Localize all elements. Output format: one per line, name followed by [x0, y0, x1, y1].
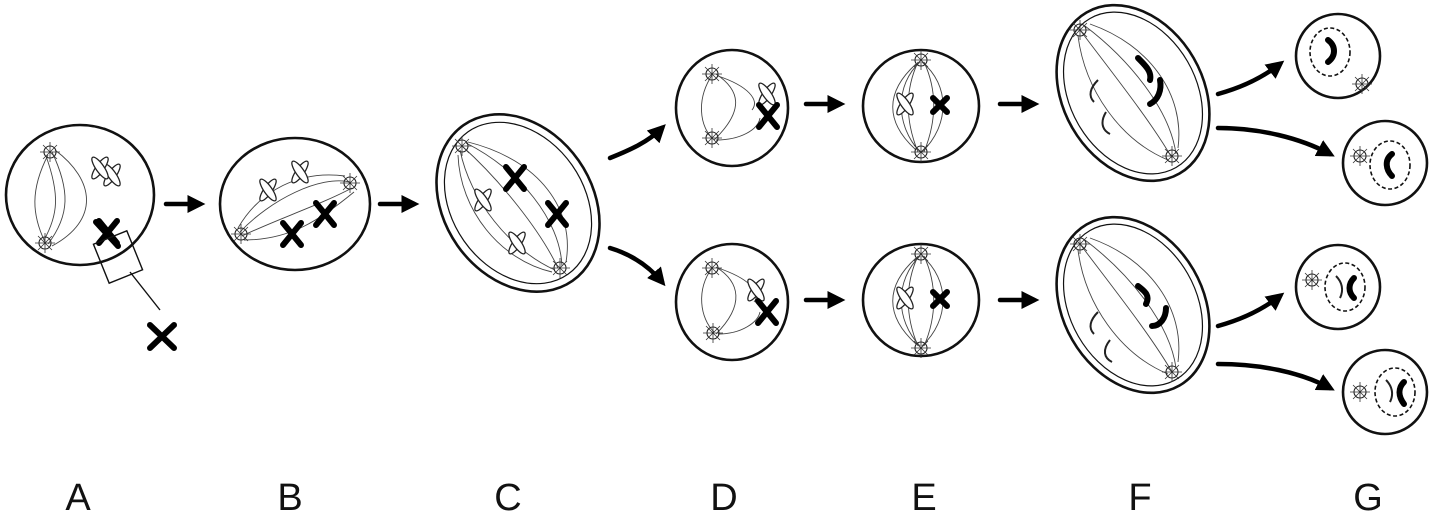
arrow-f-g-3	[1215, 292, 1285, 329]
arrow-c-d-top	[607, 124, 666, 161]
cell-g-4	[1341, 348, 1429, 436]
cell-e-top	[861, 48, 981, 164]
cell-d-bottom	[674, 242, 790, 362]
stage-label-g: G	[1353, 477, 1383, 519]
stage-label-d: D	[710, 477, 738, 519]
cell-f-top	[1055, 3, 1211, 183]
arrow-f-g-1	[1215, 60, 1285, 97]
stage-label-b: B	[277, 477, 303, 519]
cell-g-3	[1294, 243, 1382, 331]
arrow-f-g-2	[1215, 125, 1335, 157]
cell-d-top	[674, 48, 790, 168]
cell-a	[4, 123, 156, 267]
cell-c	[435, 113, 601, 293]
cell-g-1	[1294, 12, 1382, 100]
cell-b	[218, 136, 372, 272]
stage-label-c: C	[494, 477, 522, 519]
stage-label-a: A	[65, 477, 91, 519]
stage-label-e: E	[911, 477, 937, 519]
cell-e-bottom	[861, 242, 981, 359]
chromosome-inset	[92, 229, 177, 351]
arrow-f-g-4	[1215, 361, 1335, 391]
cell-g-2	[1341, 119, 1429, 207]
cell-f-bottom	[1055, 215, 1211, 395]
stage-label-f: F	[1128, 477, 1152, 519]
arrow-c-d-bottom	[607, 245, 666, 287]
